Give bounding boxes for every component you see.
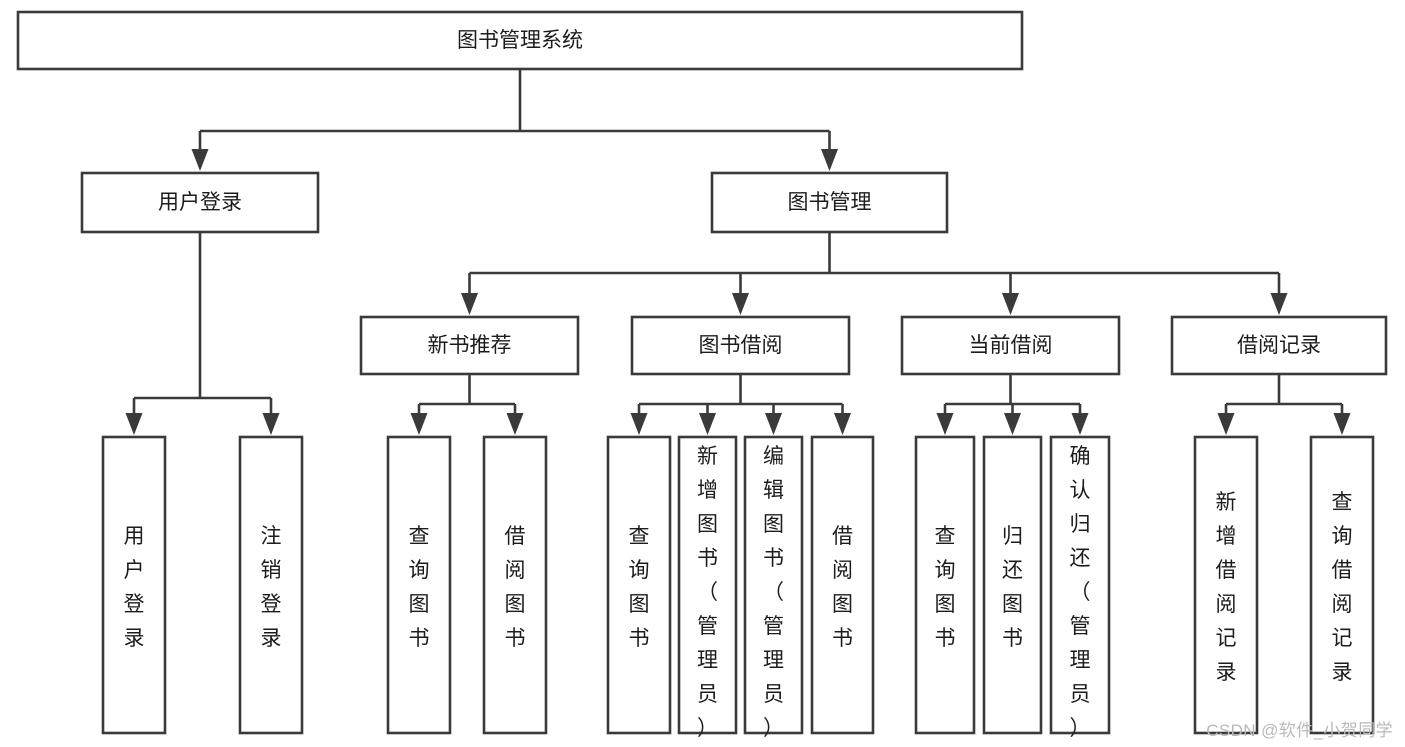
node-leaf-0-rect[interactable]: [101, 435, 167, 735]
node-leaf-1[interactable]: 注销登录: [238, 435, 304, 735]
arrow-down-icon-books-2: [1002, 293, 1019, 315]
node-leaf-10-label: 确认归还（管理员）: [1070, 445, 1091, 740]
node-level1-1-rect[interactable]: [710, 171, 949, 234]
arrow-down-icon-current-1: [1004, 413, 1021, 435]
node-leaf-12-label: 查询借阅记录: [1332, 491, 1353, 684]
node-level1-1[interactable]: 图书管理: [710, 171, 949, 234]
arrow-down-icon-borrow-2: [765, 413, 782, 435]
node-leaf-5[interactable]: 新增图书（管理员）: [677, 435, 738, 740]
node-leaf-4-rect[interactable]: [606, 435, 672, 735]
node-level2-3-label: 借阅记录: [1237, 334, 1321, 357]
node-level1-0[interactable]: 用户登录: [80, 171, 320, 234]
node-level2-1[interactable]: 图书借阅: [630, 315, 851, 376]
node-level2-3[interactable]: 借阅记录: [1170, 315, 1388, 376]
node-level2-1-label: 图书借阅: [699, 334, 783, 357]
node-root-system-label: 图书管理系统: [457, 29, 583, 52]
arrow-down-icon-root-0: [191, 149, 209, 171]
node-leaf-11-label: 新增借阅记录: [1216, 491, 1237, 684]
arrow-down-icon-root-1: [821, 149, 838, 171]
node-leaf-8-rect[interactable]: [914, 435, 976, 735]
node-leaf-0[interactable]: 用户登录: [101, 435, 167, 735]
node-leaf-8[interactable]: 查询图书: [914, 435, 976, 735]
node-leaf-9[interactable]: 归还图书: [982, 435, 1043, 735]
node-level2-0-rect[interactable]: [359, 315, 580, 376]
node-leaf-9-rect[interactable]: [982, 435, 1043, 735]
node-leaf-11[interactable]: 新增借阅记录: [1193, 435, 1259, 735]
node-leaf-3[interactable]: 借阅图书: [482, 435, 548, 735]
node-leaf-11-rect[interactable]: [1193, 435, 1259, 735]
arrow-down-icon-records-1: [1333, 413, 1351, 435]
arrow-down-icon-borrow-1: [699, 413, 716, 435]
arrow-down-icon-newbook-0: [410, 413, 428, 435]
arrow-down-icon-books-0: [461, 293, 478, 315]
node-leaf-3-rect[interactable]: [482, 435, 548, 735]
node-leaf-2[interactable]: 查询图书: [386, 435, 452, 735]
node-leaf-7-rect[interactable]: [810, 435, 875, 735]
node-level2-0[interactable]: 新书推荐: [359, 315, 580, 376]
node-level1-0-label: 用户登录: [158, 191, 242, 214]
node-level2-3-rect[interactable]: [1170, 315, 1388, 376]
node-leaf-10-rect[interactable]: [1049, 435, 1111, 735]
node-boxes: 图书管理系统用户登录图书管理新书推荐图书借阅当前借阅借阅记录用户登录注销登录查询…: [16, 10, 1388, 740]
node-leaf-6[interactable]: 编辑图书（管理员）: [743, 435, 804, 740]
node-leaf-3-label: 借阅图书: [505, 525, 526, 650]
node-leaf-4[interactable]: 查询图书: [606, 435, 672, 735]
arrow-down-icon-current-2: [1071, 413, 1089, 435]
arrow-down-icon-borrow-0: [630, 413, 648, 435]
node-leaf-7[interactable]: 借阅图书: [810, 435, 875, 735]
node-leaf-5-rect[interactable]: [677, 435, 738, 735]
arrow-down-icon-books-3: [1270, 293, 1288, 315]
node-leaf-6-label: 编辑图书（管理员）: [763, 445, 784, 740]
node-level2-0-label: 新书推荐: [428, 334, 512, 357]
node-leaf-6-rect[interactable]: [743, 435, 804, 735]
arrow-down-icon-books-1: [732, 293, 749, 315]
node-leaf-7-label: 借阅图书: [832, 525, 853, 650]
node-leaf-8-label: 查询图书: [935, 525, 956, 650]
node-leaf-0-label: 用户登录: [124, 525, 145, 650]
node-leaf-1-rect[interactable]: [238, 435, 304, 735]
arrow-down-icon-login-0: [125, 413, 143, 435]
node-level1-1-label: 图书管理: [788, 191, 872, 214]
node-root-system-rect[interactable]: [16, 10, 1024, 71]
node-leaf-12[interactable]: 查询借阅记录: [1309, 435, 1375, 735]
node-leaf-2-label: 查询图书: [409, 525, 430, 650]
node-root-system[interactable]: 图书管理系统: [16, 10, 1024, 71]
node-leaf-2-rect[interactable]: [386, 435, 452, 735]
node-leaf-5-label: 新增图书（管理员）: [697, 445, 718, 740]
connector-lines: [125, 69, 1351, 435]
node-leaf-10[interactable]: 确认归还（管理员）: [1049, 435, 1111, 740]
node-level1-0-rect[interactable]: [80, 171, 320, 234]
node-leaf-9-label: 归还图书: [1002, 525, 1023, 650]
node-leaf-1-label: 注销登录: [261, 525, 282, 650]
node-level2-2-label: 当前借阅: [969, 334, 1053, 357]
node-leaf-4-label: 查询图书: [629, 525, 650, 650]
arrow-down-icon-records-0: [1217, 413, 1235, 435]
arrow-down-icon-login-1: [262, 413, 280, 435]
node-level2-2-rect[interactable]: [900, 315, 1121, 376]
node-level2-1-rect[interactable]: [630, 315, 851, 376]
arrow-down-icon-current-0: [936, 413, 954, 435]
node-level2-2[interactable]: 当前借阅: [900, 315, 1121, 376]
arrow-down-icon-newbook-1: [506, 413, 524, 435]
node-leaf-12-rect[interactable]: [1309, 435, 1375, 735]
arrow-down-icon-borrow-3: [834, 413, 851, 435]
